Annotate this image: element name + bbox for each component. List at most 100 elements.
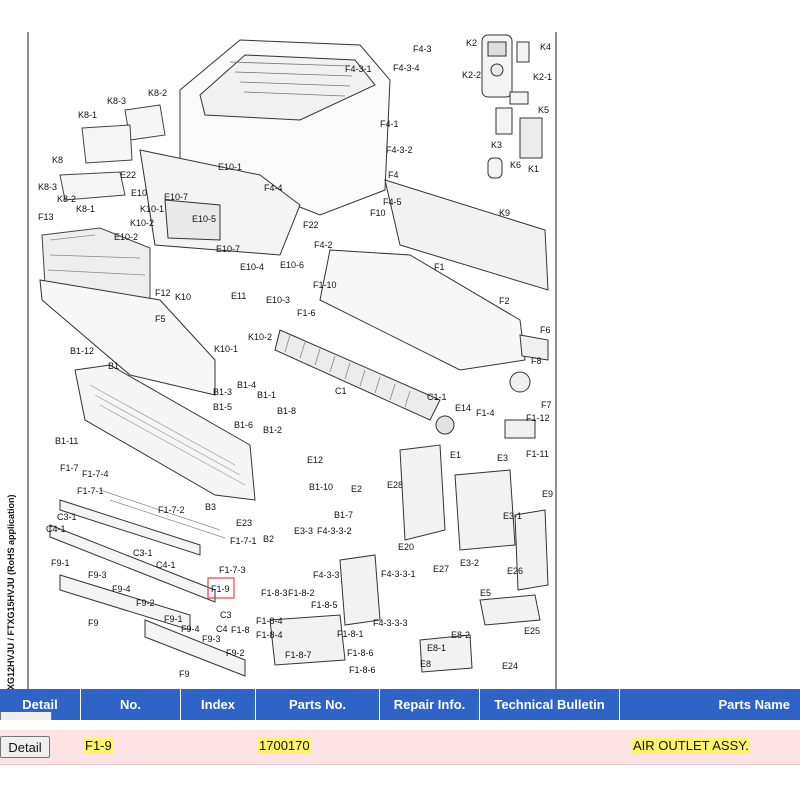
- part-label: F2: [499, 296, 510, 306]
- part-label: C3: [220, 610, 232, 620]
- header-technical-bulletin: Technical Bulletin: [480, 689, 620, 720]
- detail-button[interactable]: Detail: [0, 736, 50, 758]
- part-label: E2: [351, 484, 362, 494]
- part-label: F12: [155, 288, 171, 298]
- part-label: C4-1: [46, 524, 66, 534]
- part-label: F9-1: [51, 558, 70, 568]
- part-label: F1-7-1: [230, 536, 257, 546]
- part-label: E26: [507, 566, 523, 576]
- part-label: F5: [155, 314, 166, 324]
- cell-parts-no: 1700170: [258, 738, 311, 754]
- part-label: K8-3: [107, 96, 126, 106]
- part-label: B1-6: [234, 420, 253, 430]
- part-label: F4-5: [383, 197, 402, 207]
- part-label: K2: [466, 38, 477, 48]
- part-label: E8: [420, 659, 431, 669]
- part-label: E20: [398, 542, 414, 552]
- part-label: F9: [88, 618, 99, 628]
- part-label: E27: [433, 564, 449, 574]
- part-label: F4-2: [314, 240, 333, 250]
- part-label: K10-2: [130, 218, 154, 228]
- table-spacer: [0, 720, 800, 730]
- part-label: C3-1: [57, 512, 77, 522]
- part-label: F1-8-7: [285, 650, 312, 660]
- part-label: K2-2: [462, 70, 481, 80]
- part-label: E8-2: [451, 630, 470, 640]
- filters-shape: [41, 104, 166, 301]
- part-label: F1-8-6: [347, 648, 374, 658]
- part-label: F4-3: [413, 44, 432, 54]
- part-label: F4-3-1: [345, 64, 372, 74]
- part-label: F9-2: [226, 648, 245, 658]
- part-label: F1-8-1: [337, 629, 364, 639]
- part-label: B1-5: [213, 402, 232, 412]
- louver-flap-shape: [49, 489, 246, 677]
- highlight-callout-label: F1-9: [211, 584, 230, 594]
- part-label: K10-2: [248, 332, 272, 342]
- part-label: E24: [502, 661, 518, 671]
- part-label: F4-3-4: [393, 63, 420, 73]
- part-label: F13: [38, 212, 54, 222]
- part-label: E10-7: [164, 192, 188, 202]
- part-label: B1-3: [213, 387, 232, 397]
- part-label: E10-4: [240, 262, 264, 272]
- part-label: E10-1: [218, 162, 242, 172]
- remote-control-shape: [481, 34, 543, 179]
- part-label: B3: [205, 502, 216, 512]
- model-side-caption: XG12HVJU / FTXG15HVJU (RoHS application): [6, 494, 16, 690]
- part-label: B1-1: [257, 390, 276, 400]
- part-label: B1-8: [277, 406, 296, 416]
- part-label: B1-11: [55, 436, 78, 446]
- cell-no: F1-9: [84, 738, 113, 754]
- part-label: F7: [541, 400, 552, 410]
- part-label: F1-7-3: [219, 565, 246, 575]
- part-label: E23: [236, 518, 252, 528]
- part-label: F9-3: [88, 570, 107, 580]
- part-label: F1-8-5: [311, 600, 338, 610]
- part-label: F4-3-2: [386, 145, 413, 155]
- control-box-shape: [139, 149, 301, 256]
- part-label: K4: [540, 42, 551, 52]
- part-label: K3: [491, 140, 502, 150]
- part-label: F22: [303, 220, 319, 230]
- part-label: B1-12: [70, 346, 94, 356]
- part-label: E10-7: [216, 244, 240, 254]
- part-label: F1-12: [526, 413, 550, 423]
- part-label: K8: [52, 155, 63, 165]
- part-label: B1: [108, 361, 119, 371]
- part-label: F1-8: [231, 625, 250, 635]
- part-label: E3-1: [503, 511, 522, 521]
- part-label: F1-8-6: [349, 665, 376, 675]
- part-label: E3-3: [294, 526, 313, 536]
- part-label: K8-1: [78, 110, 97, 120]
- highlight-callout-box: [207, 577, 235, 599]
- part-label: F1-10: [313, 280, 337, 290]
- part-label: F1-8-4: [256, 630, 283, 640]
- part-label: F4-3-3: [313, 570, 340, 580]
- part-label: E5: [480, 588, 491, 598]
- heat-exchanger-shape: [74, 364, 256, 501]
- part-label: F1-8-4: [256, 616, 283, 626]
- part-label: F1-4: [476, 408, 495, 418]
- part-label: C4: [216, 624, 228, 634]
- part-label: F1-8-2: [288, 588, 315, 598]
- part-label: F9-4: [181, 624, 200, 634]
- front-panel-shape: [39, 279, 216, 396]
- part-label: F1-6: [297, 308, 316, 318]
- header-index: Index: [181, 689, 256, 720]
- header-no: No.: [81, 689, 181, 720]
- part-label: K8-3: [38, 182, 57, 192]
- part-label: K5: [538, 105, 549, 115]
- part-label: E3-2: [460, 558, 479, 568]
- electrical-parts-shape: [269, 444, 549, 673]
- part-label: F4-4: [264, 183, 283, 193]
- part-label: K1: [528, 164, 539, 174]
- part-label: F9-2: [136, 598, 155, 608]
- part-label: F1-7-1: [77, 486, 104, 496]
- part-label: E3: [497, 453, 508, 463]
- part-label: F9-4: [112, 584, 131, 594]
- part-label: E10: [131, 188, 147, 198]
